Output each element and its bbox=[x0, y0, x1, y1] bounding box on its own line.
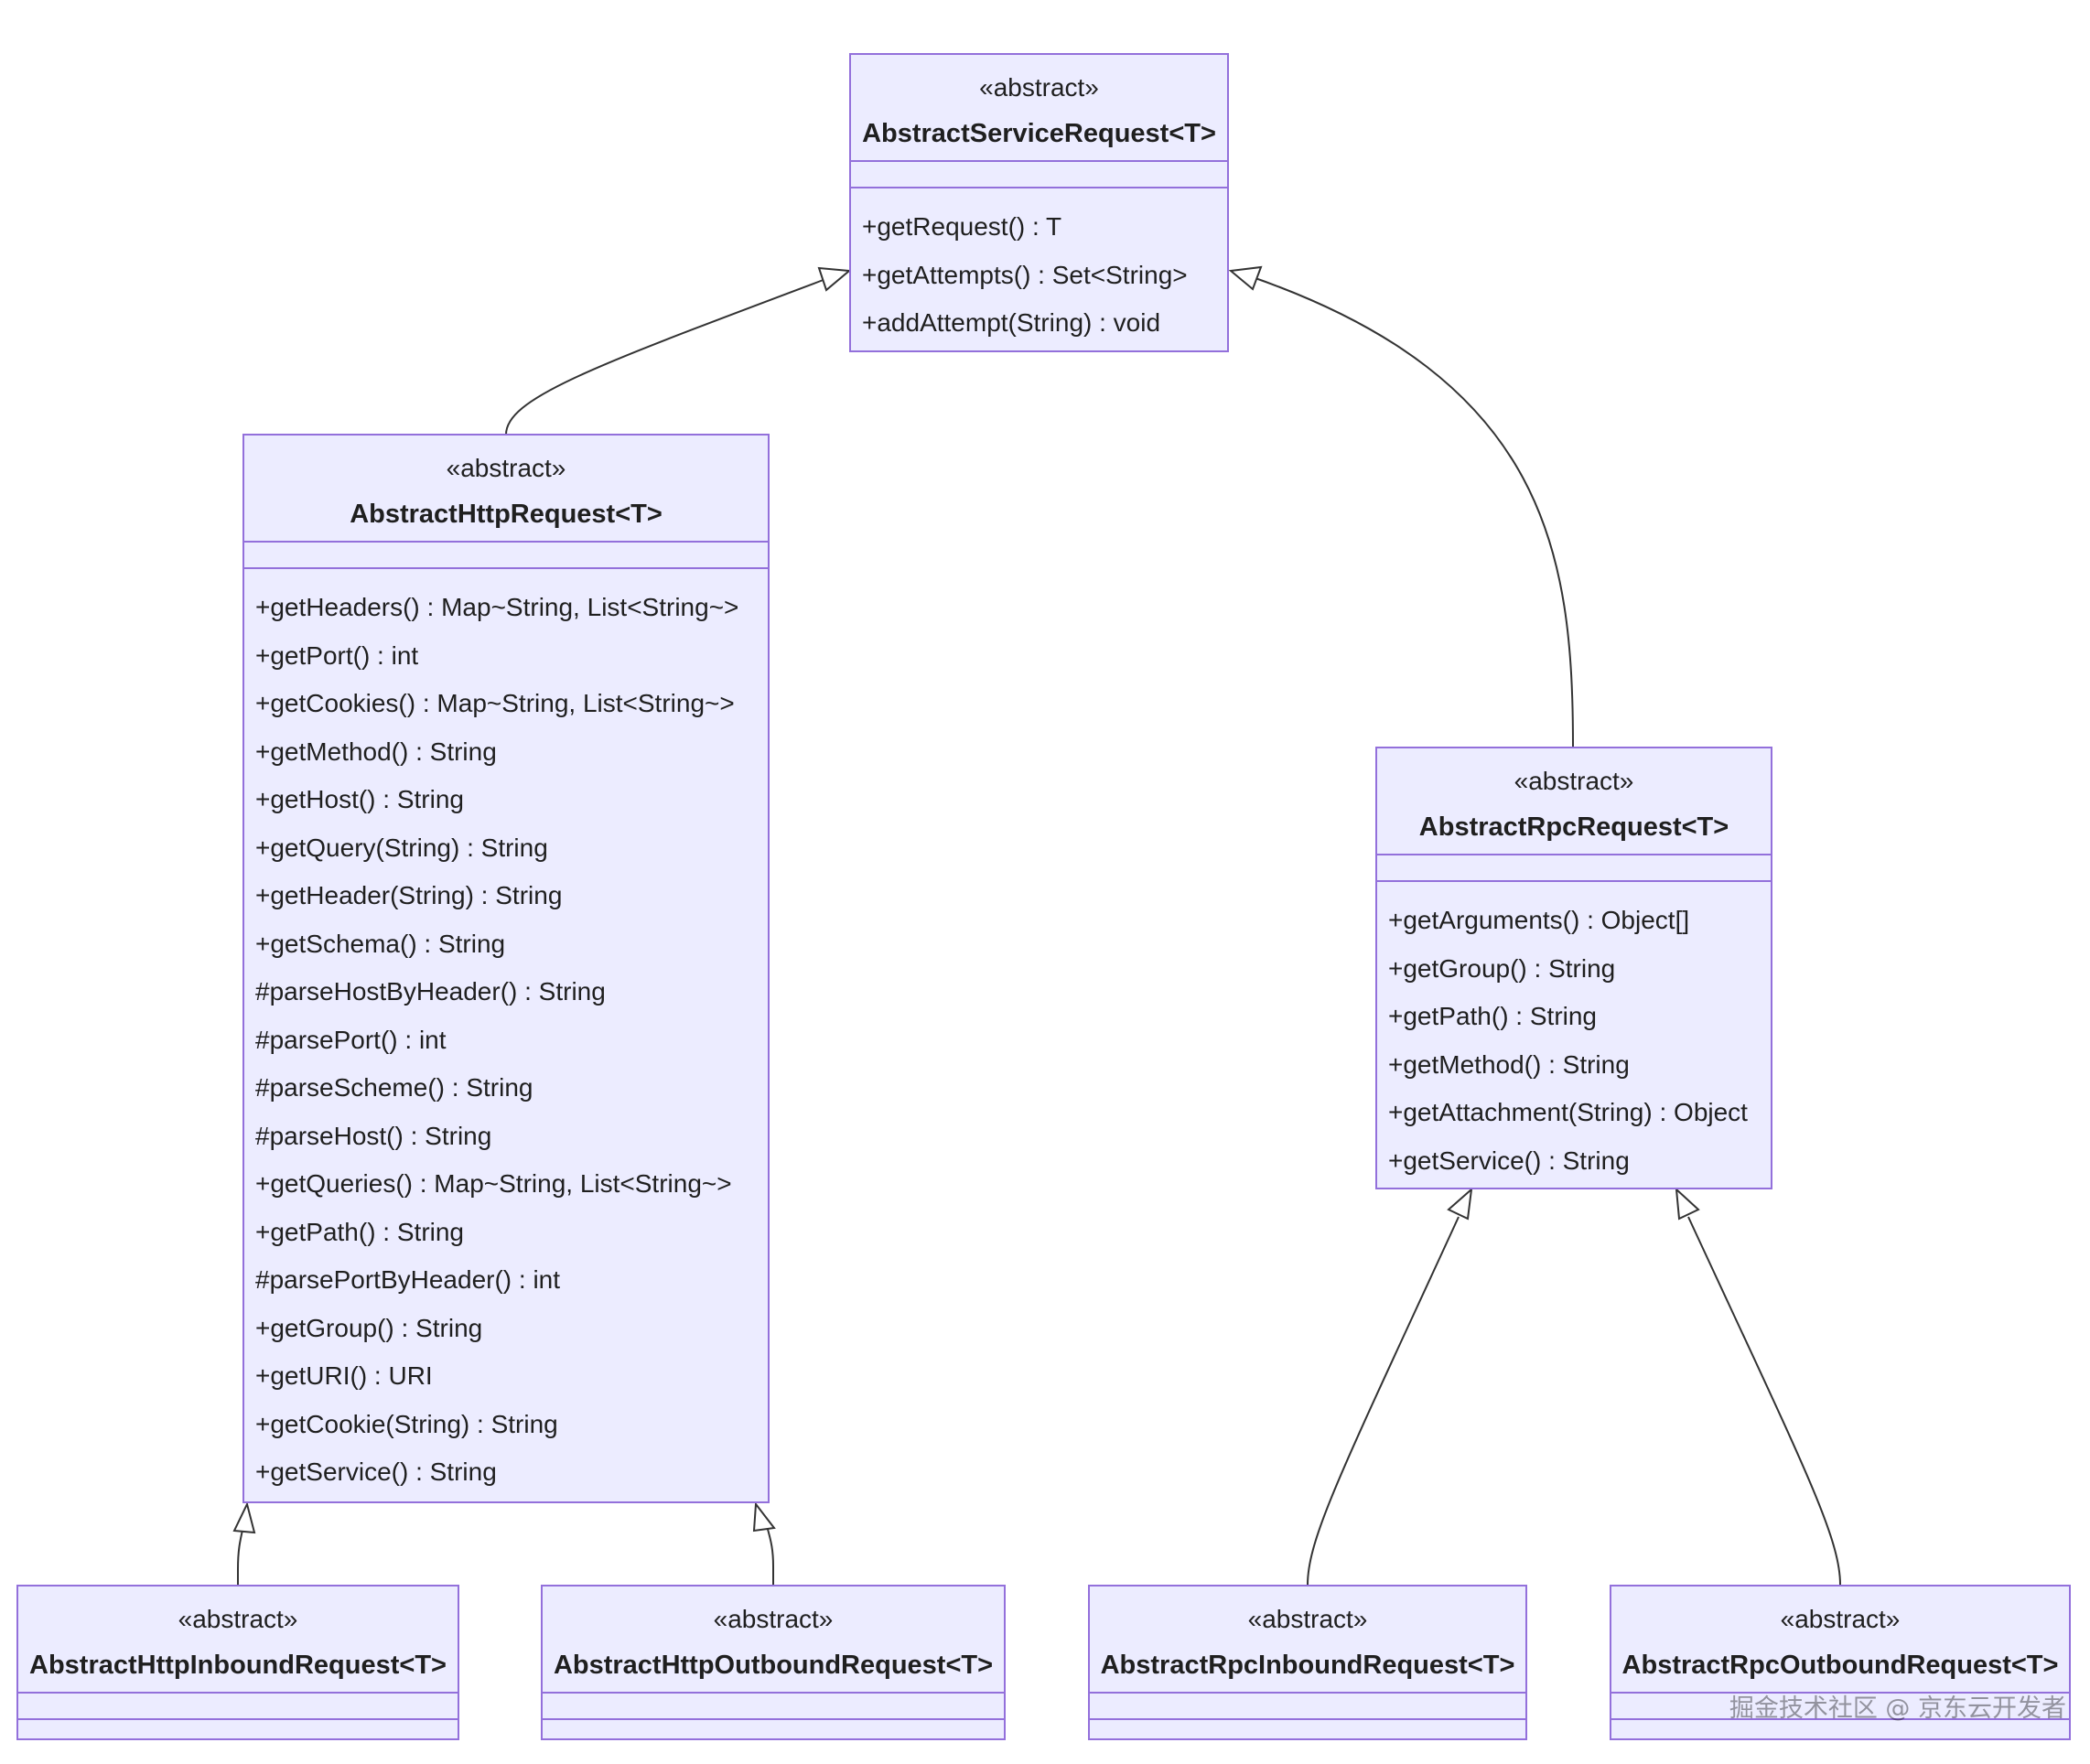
class-abstract-rpc-inbound-request: «abstract» AbstractRpcInboundRequest<T> bbox=[1088, 1585, 1527, 1740]
method-item: +getPath() : String bbox=[255, 1217, 465, 1246]
class-name: AbstractServiceRequest<T> bbox=[862, 119, 1216, 148]
arrowhead-http-left bbox=[232, 1501, 256, 1534]
method-item: +getMethod() : String bbox=[255, 737, 497, 766]
stereotype-label: «abstract» bbox=[713, 1605, 834, 1633]
method-item: +getRequest() : T bbox=[862, 212, 1062, 241]
stereotype-label: «abstract» bbox=[178, 1605, 298, 1633]
method-item: #parsePort() : int bbox=[255, 1025, 447, 1054]
arrowhead-service-left bbox=[817, 266, 852, 292]
class-header: «abstract» AbstractHttpRequest<T> bbox=[244, 436, 768, 543]
methods-compartment: +getHeaders() : Map~String, List<String~… bbox=[244, 569, 768, 1497]
attributes-compartment bbox=[851, 162, 1227, 188]
class-header: «abstract» AbstractRpcRequest<T> bbox=[1377, 748, 1771, 855]
attributes-compartment bbox=[1611, 1694, 2069, 1720]
class-name: AbstractRpcOutboundRequest<T> bbox=[1621, 1651, 2059, 1680]
edge-httpin-to-http bbox=[237, 1525, 244, 1585]
class-name: AbstractRpcInboundRequest<T> bbox=[1100, 1651, 1515, 1680]
method-item: +getSchema() : String bbox=[255, 929, 506, 958]
method-item: +getService() : String bbox=[1388, 1146, 1630, 1175]
class-abstract-http-outbound-request: «abstract» AbstractHttpOutboundRequest<T… bbox=[541, 1585, 1006, 1740]
method-item: +getHeaders() : Map~String, List<String~… bbox=[255, 593, 739, 621]
class-abstract-rpc-request: «abstract» AbstractRpcRequest<T> +getArg… bbox=[1375, 747, 1772, 1189]
edge-rpcout-to-rpc bbox=[1687, 1216, 1841, 1586]
stereotype-label: «abstract» bbox=[1780, 1605, 1901, 1633]
arrowhead-http-right bbox=[752, 1501, 776, 1533]
class-abstract-service-request: «abstract» AbstractServiceRequest<T> +ge… bbox=[849, 53, 1229, 352]
class-abstract-http-inbound-request: «abstract» AbstractHttpInboundRequest<T> bbox=[16, 1585, 459, 1740]
method-item: +getURI() : URI bbox=[255, 1361, 433, 1390]
edge-rpc-to-service bbox=[1252, 276, 1574, 748]
edge-http-to-service bbox=[505, 277, 829, 436]
method-item: #parsePortByHeader() : int bbox=[255, 1265, 561, 1294]
method-item: +getService() : String bbox=[255, 1457, 497, 1486]
stereotype-label: «abstract» bbox=[1514, 767, 1634, 795]
class-abstract-http-request: «abstract» AbstractHttpRequest<T> +getHe… bbox=[242, 434, 770, 1503]
method-item: +getPath() : String bbox=[1388, 1002, 1598, 1030]
method-item: +getArguments() : Object[] bbox=[1388, 906, 1690, 934]
edge-rpcin-to-rpc bbox=[1307, 1216, 1460, 1586]
method-item: +getHeader(String) : String bbox=[255, 881, 563, 909]
stereotype-label: «abstract» bbox=[979, 73, 1099, 102]
class-name: AbstractHttpRequest<T> bbox=[350, 500, 663, 529]
method-item: #parseHostByHeader() : String bbox=[255, 977, 606, 1006]
arrowhead-rpc-right bbox=[1675, 1187, 1700, 1221]
method-item: +getQuery(String) : String bbox=[255, 833, 548, 862]
method-item: +getGroup() : String bbox=[255, 1313, 483, 1342]
method-item: +getPort() : int bbox=[255, 640, 419, 670]
methods-compartment: +getArguments() : Object[] +getGroup() :… bbox=[1377, 882, 1771, 1185]
arrowhead-service-right bbox=[1228, 265, 1263, 291]
attributes-compartment bbox=[1377, 855, 1771, 882]
class-name: AbstractHttpInboundRequest<T> bbox=[29, 1651, 447, 1680]
class-header: «abstract» AbstractServiceRequest<T> bbox=[851, 55, 1227, 162]
method-item: +getQueries() : Map~String, List<String~… bbox=[255, 1169, 732, 1198]
method-item: +getCookie(String) : String bbox=[255, 1409, 558, 1438]
method-item: #parseScheme() : String bbox=[255, 1073, 533, 1102]
method-item: +getHost() : String bbox=[255, 785, 464, 813]
method-item: +addAttempt(String) : void bbox=[862, 308, 1161, 337]
class-name: AbstractHttpOutboundRequest<T> bbox=[553, 1651, 994, 1680]
watermark: 掘金技术社区 @ 京东云开发者 bbox=[1729, 1694, 2066, 1723]
class-header: «abstract» AbstractRpcInboundRequest<T> bbox=[1090, 1587, 1525, 1694]
class-name: AbstractRpcRequest<T> bbox=[1418, 812, 1729, 842]
method-item: +getAttachment(String) : Object bbox=[1388, 1098, 1748, 1126]
edge-httpout-to-http bbox=[766, 1525, 774, 1585]
class-header: «abstract» AbstractHttpInboundRequest<T> bbox=[18, 1587, 458, 1694]
stereotype-label: «abstract» bbox=[1247, 1605, 1368, 1633]
method-item: +getMethod() : String bbox=[1388, 1049, 1630, 1079]
method-item: #parseHost() : String bbox=[255, 1121, 492, 1150]
attributes-compartment bbox=[543, 1694, 1004, 1720]
stereotype-label: «abstract» bbox=[446, 454, 566, 482]
method-item: +getCookies() : Map~String, List<String~… bbox=[255, 689, 735, 717]
attributes-compartment bbox=[1090, 1694, 1525, 1720]
method-item: +getAttempts() : Set<String> bbox=[862, 260, 1188, 289]
methods-compartment: +getRequest() : T +getAttempts() : Set<S… bbox=[851, 188, 1227, 348]
class-header: «abstract» AbstractHttpOutboundRequest<T… bbox=[543, 1587, 1004, 1694]
arrowhead-rpc-left bbox=[1447, 1187, 1473, 1221]
attributes-compartment bbox=[244, 543, 768, 569]
class-header: «abstract» AbstractRpcOutboundRequest<T> bbox=[1611, 1587, 2069, 1694]
method-item: +getGroup() : String bbox=[1388, 953, 1616, 983]
attributes-compartment bbox=[18, 1694, 458, 1720]
class-abstract-rpc-outbound-request: «abstract» AbstractRpcOutboundRequest<T> bbox=[1610, 1585, 2071, 1740]
